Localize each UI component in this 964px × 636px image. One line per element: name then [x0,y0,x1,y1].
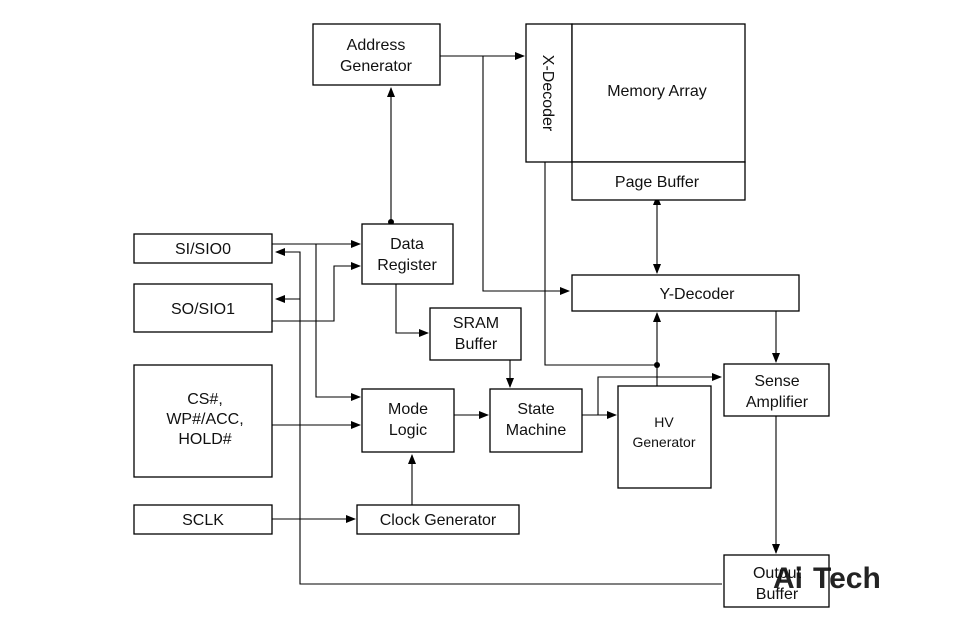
wire-statemachine-to-senseamp [597,373,722,415]
clock-generator-block: Clock Generator [356,504,520,535]
data-register-block: Data Register [361,223,454,285]
output-buffer-label-1: Output [753,565,802,582]
wire-addrgen-to-ydecoder [482,56,570,295]
y-decoder-label: Y-Decoder [659,286,735,303]
state-machine-label-2: Machine [506,422,567,439]
state-machine-block: State Machine [489,388,583,453]
page-buffer-block: Page Buffer [571,161,746,201]
hv-generator-block: HV Generator [617,385,712,489]
watermark-tech: Tech [813,562,881,595]
mode-logic-block: Mode Logic [361,388,455,453]
data-register-label-2: Register [377,257,437,274]
watermark-logo: Ai Tech [773,562,881,595]
sram-buffer-label-1: SRAM [453,315,499,332]
wire-datareg-to-sram [395,283,429,337]
control-pins-block: CS#, WP#/ACC, HOLD# [133,364,273,478]
wire-so-to-datareg [272,262,361,322]
address-generator-block: Address Generator [312,23,441,86]
data-register-label-1: Data [390,236,424,253]
connectors [272,52,780,585]
sclk-label: SCLK [182,512,224,529]
sclk-block: SCLK [133,504,273,535]
hv-generator-label-1: HV [654,414,674,430]
sram-buffer-block: SRAM Buffer [429,307,522,361]
x-decoder-block: X-Decoder [525,23,573,163]
address-generator-label-2: Generator [340,58,413,75]
watermark-ai: Ai [773,562,803,595]
hv-generator-label-2: Generator [632,434,695,450]
memory-array-label: Memory Array [607,83,707,100]
output-buffer-block: Output Buffer [723,554,830,608]
so-sio1-block: SO/SIO1 [133,283,273,333]
state-machine-label-1: State [517,401,554,418]
wire-outbuffer-to-si [275,248,722,585]
si-sio0-label: SI/SIO0 [175,241,231,258]
control-pins-label-3: HOLD# [178,431,231,448]
si-sio0-block: SI/SIO0 [133,233,273,264]
page-buffer-label: Page Buffer [615,174,700,191]
sense-amplifier-block: Sense Amplifier [723,363,830,417]
sense-amplifier-label-2: Amplifier [746,394,809,411]
address-generator-label-1: Address [347,37,406,54]
memory-array-block: Memory Array [571,23,746,163]
wire-si-to-modelogic [315,244,361,401]
mode-logic-label-2: Logic [389,422,427,439]
control-pins-label-1: CS#, [187,391,223,408]
output-buffer-label-2: Buffer [756,586,799,603]
sram-buffer-label-2: Buffer [455,336,498,353]
mode-logic-label-1: Mode [388,401,428,418]
clock-generator-label: Clock Generator [380,512,497,529]
y-decoder-block: Y-Decoder [571,274,800,312]
sense-amplifier-label-1: Sense [754,373,799,390]
x-decoder-label: X-Decoder [539,55,556,132]
so-sio1-label: SO/SIO1 [171,301,235,318]
wire-xdecoder-down [544,162,657,366]
control-pins-label-2: WP#/ACC, [166,411,243,428]
